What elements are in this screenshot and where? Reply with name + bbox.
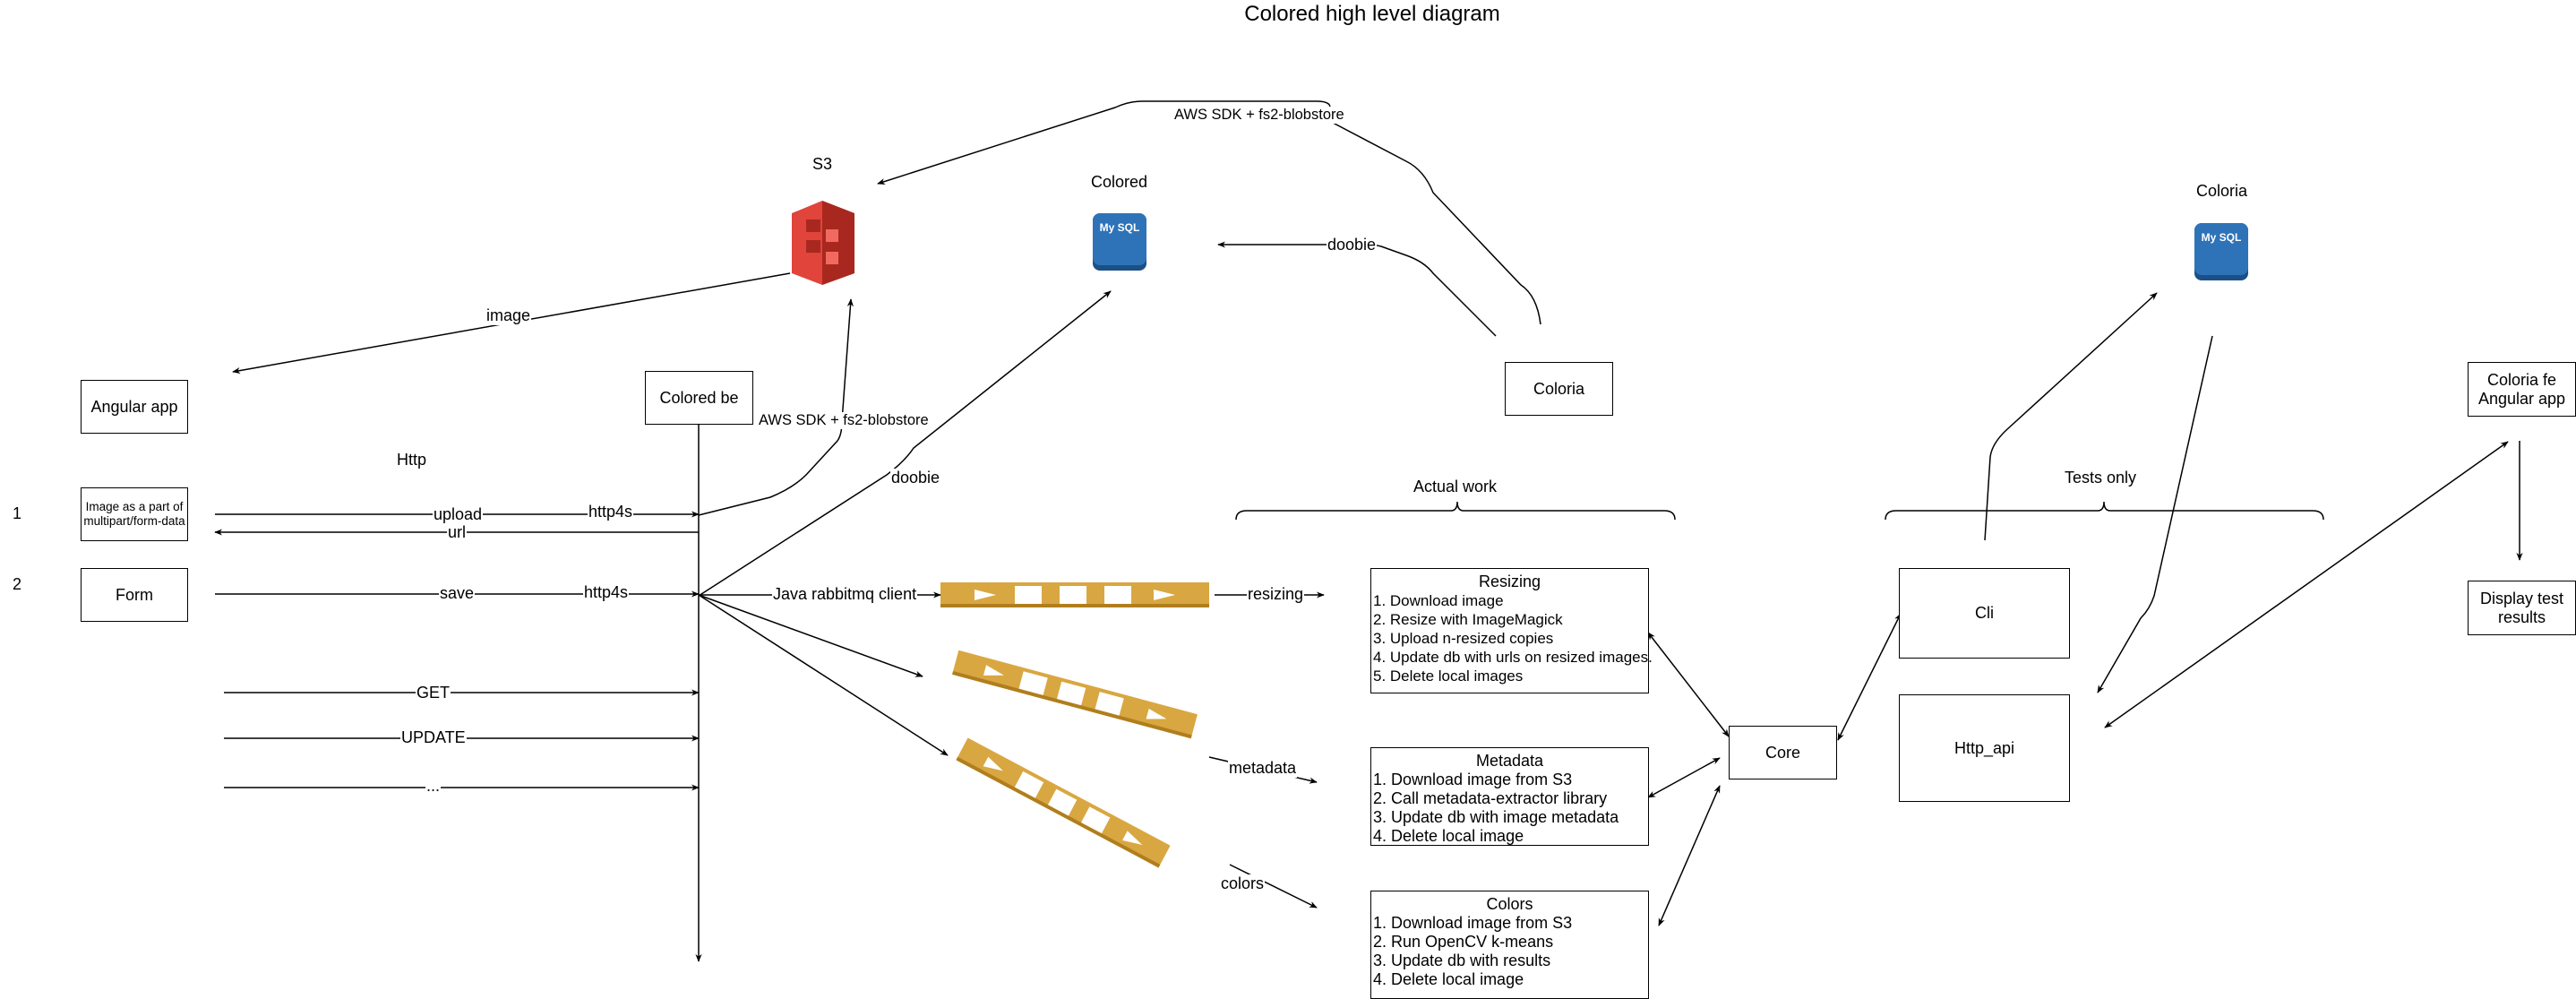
http-section-label: Http (397, 451, 427, 469)
http4s-label-1: http4s (588, 503, 634, 521)
task-step: 1. Download image from S3 (1373, 914, 1573, 932)
more-label: ... (425, 777, 442, 796)
task-step: 4. Delete local image (1373, 970, 1524, 988)
edge-fe-http-api (2104, 441, 2509, 728)
http-api-box[interactable]: Http_api (1899, 694, 2070, 802)
task-title: Colors (1486, 895, 1533, 913)
url-label: url (447, 523, 468, 542)
edge-coloria-to-colored-db (1217, 241, 1497, 337)
metadata-task-box[interactable]: Metadata 1. Download image from S3 2. Ca… (1370, 747, 1649, 846)
coloria-db-label: Coloria (2196, 182, 2248, 200)
task-step: 3. Update db with image metadata (1373, 808, 1619, 826)
task-step: 3. Upload n-resized copies (1373, 630, 1554, 647)
task-step: 1. Download image from S3 (1373, 771, 1573, 788)
s3-label: S3 (812, 155, 833, 173)
task-step: 2. Call metadata-extractor library (1373, 789, 1608, 807)
metadata-edge-label: metadata (1228, 759, 1298, 778)
actual-work-brace (1235, 501, 1676, 521)
queue-icon (956, 737, 1171, 868)
task-step: 2. Run OpenCV k-means (1373, 933, 1554, 951)
edge-coloria-to-s3 (877, 100, 1541, 325)
tests-only-label: Tests only (2065, 469, 2137, 487)
queue-icon (952, 650, 1198, 739)
task-step: 3. Update db with results (1373, 952, 1551, 969)
mysql-badge-label: My SQL (2202, 231, 2242, 244)
task-title: Metadata (1475, 752, 1544, 770)
task-step: 5. Delete local images (1373, 667, 1524, 685)
colors-task-box[interactable]: Colors 1. Download image from S3 2. Run … (1370, 891, 1649, 999)
save-label: save (439, 584, 476, 603)
task-step: 2. Resize with ImageMagick (1373, 611, 1563, 628)
doobie-be-label: doobie (890, 469, 941, 487)
edge-core-cli (1837, 613, 1902, 741)
row-number-2: 2 (13, 575, 22, 593)
http4s-label-2: http4s (583, 583, 630, 602)
coloria-fe-box[interactable]: Coloria fe Angular app (2468, 362, 2576, 417)
edge-be-to-metadata-queue (698, 594, 923, 677)
image-edge-label: image (485, 306, 532, 325)
task-step: 1. Download image (1373, 592, 1504, 609)
edge-core-colors (1658, 785, 1721, 926)
get-label: GET (416, 684, 451, 702)
mysql-icon: My SQL (1093, 213, 1146, 271)
display-test-box[interactable]: Display test results (2468, 581, 2576, 635)
mysql-icon: My SQL (2194, 223, 2248, 280)
edge-be-to-colors-queue (698, 594, 949, 756)
cli-box[interactable]: Cli (1899, 568, 2070, 659)
diagram-title: Colored high level diagram (1244, 2, 1500, 26)
actual-work-label: Actual work (1413, 478, 1498, 495)
colored-be-box[interactable]: Colored be (645, 371, 753, 425)
form-box[interactable]: Form (81, 568, 188, 622)
angular-app-box[interactable]: Angular app (81, 380, 188, 434)
rabbitmq-label: Java rabbitmq client (772, 585, 918, 604)
edge-be-to-colored-db (698, 290, 1112, 597)
tests-only-brace (1885, 501, 2324, 521)
mysql-badge-label: My SQL (1100, 221, 1140, 234)
queue-icon (940, 582, 1209, 607)
edge-colors (1229, 864, 1318, 909)
aws-sdk-be-label: AWS SDK + fs2-blobstore (758, 412, 930, 429)
task-step: 4. Delete local image (1373, 827, 1524, 845)
resizing-edge-label: resizing (1247, 585, 1305, 604)
resizing-task-box[interactable]: Resizing 1. Download image 2. Resize wit… (1370, 568, 1653, 693)
core-box[interactable]: Core (1729, 726, 1837, 779)
colored-db-label: Colored (1091, 173, 1148, 191)
update-label: UPDATE (400, 728, 467, 747)
coloria-box[interactable]: Coloria (1505, 362, 1613, 416)
s3-bucket-icon (792, 201, 854, 285)
aws-sdk-top-label: AWS SDK + fs2-blobstore (1173, 107, 1345, 124)
task-step: 4. Update db with urls on resized images… (1373, 649, 1653, 666)
task-title: Resizing (1478, 573, 1541, 590)
edge-cli-to-coloria-db (1984, 292, 2158, 541)
edge-coloria-db-to-http-api (2097, 335, 2213, 693)
upload-label: upload (433, 505, 484, 524)
colors-edge-label: colors (1220, 874, 1266, 893)
image-multipart-box[interactable]: Image as a part of multipart/form-data (81, 487, 188, 541)
doobie-top-label: doobie (1327, 236, 1378, 254)
row-number-1: 1 (13, 504, 22, 522)
edge-core-resizing (1647, 632, 1730, 737)
edge-core-metadata (1647, 757, 1721, 798)
